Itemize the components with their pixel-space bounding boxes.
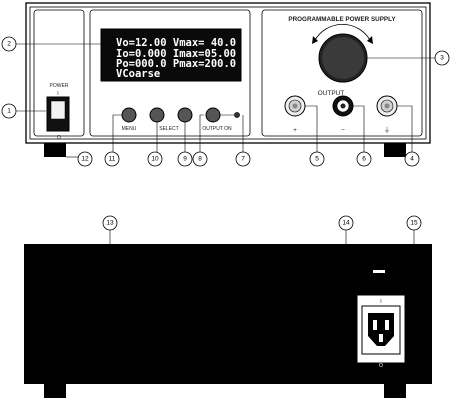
knob-arrow-left-icon (312, 36, 318, 44)
callout-5-label: 5 (315, 156, 319, 163)
lcd-line-4: VCoarse (116, 68, 160, 80)
output-section-frame (261, 9, 423, 137)
lcd-display (100, 28, 242, 82)
callout-11: 11 (104, 151, 120, 167)
callout-10-label: 10 (151, 156, 159, 163)
callout-8-label: 8 (198, 156, 202, 163)
switch-off-mark: O (57, 135, 61, 141)
callout-7-label: 7 (241, 156, 245, 163)
callout-14-label: 14 (342, 220, 350, 227)
callout-line-6 (353, 105, 365, 157)
callout-12: 12 (77, 151, 93, 167)
front-panel: POWER I O Vo=12.00 Vmax= 40.0 Io=0.000 I… (25, 2, 431, 144)
plus-terminal-hole (292, 103, 298, 109)
select-button[interactable] (149, 107, 165, 123)
callout-4-label: 4 (410, 156, 414, 163)
lcd-line-2: Io=0.000 Imax=05.00 (116, 48, 236, 60)
callout-2: 2 (1, 36, 17, 52)
rear-mark-o: O (379, 363, 383, 369)
control-knob-face (322, 37, 364, 79)
callout-10: 10 (147, 151, 163, 167)
output-on-label: OUTPUT ON (202, 126, 232, 132)
callout-6: 6 (356, 151, 372, 167)
power-section-frame (33, 9, 85, 137)
callout-line-4 (397, 105, 413, 157)
rear-foot-right (384, 384, 406, 398)
ground-terminal-hole (384, 103, 390, 109)
output-led (234, 112, 240, 118)
menu-label: MENU (122, 126, 137, 132)
callout-15: 15 (406, 215, 422, 231)
ground-mark: ⏚ (384, 126, 391, 134)
callout-markers: 1 2 3 4 5 6 7 8 (1, 36, 450, 231)
rear-indicator-bar (373, 270, 385, 273)
iec-pin-left (373, 320, 377, 330)
callout-8: 8 (192, 151, 208, 167)
power-switch-label: POWER (50, 83, 69, 89)
callout-line-11 (112, 114, 122, 157)
rear-panel: I O (24, 244, 432, 384)
iec-pin-ground (379, 334, 383, 342)
callout-15-label: 15 (410, 220, 418, 227)
callout-14: 14 (338, 215, 354, 231)
menu-button[interactable] (121, 107, 137, 123)
callout-9-label: 9 (183, 156, 187, 163)
callout-6-label: 6 (362, 156, 366, 163)
lcd-line-3: Po=000.0 Pmax=200.0 (116, 58, 236, 70)
rear-mark-i: I (380, 299, 381, 305)
rear-foot-left (44, 384, 66, 398)
plus-mark: + (293, 127, 297, 134)
output-on-button[interactable] (205, 107, 221, 123)
knob-arrow-right-icon (367, 36, 373, 44)
callout-3-label: 3 (440, 55, 444, 62)
callout-9: 9 (177, 151, 193, 167)
control-section-frame (89, 9, 251, 137)
lcd-line-1: Vo=12.00 Vmax= 40.0 (116, 37, 236, 49)
rear-callouts (109, 230, 415, 244)
select-label: SELECT (159, 126, 178, 132)
callout-line-8 (199, 114, 204, 157)
callout-3: 3 (434, 50, 450, 66)
power-switch-rocker (50, 100, 66, 120)
minus-terminal-hole (340, 103, 346, 109)
knob-arc (314, 24, 371, 41)
callout-1-label: 1 (7, 108, 11, 115)
callout-5: 5 (309, 151, 325, 167)
iec-pin-right (385, 320, 389, 330)
callout-2-label: 2 (7, 41, 11, 48)
switch-on-mark: I (57, 91, 58, 97)
callout-13-label: 13 (106, 220, 114, 227)
output-label: OUTPUT (318, 90, 345, 97)
front-foot-right (384, 143, 406, 157)
callout-1: 1 (1, 103, 17, 119)
product-title: PROGRAMMABLE POWER SUPPLY (288, 16, 396, 23)
callout-13: 13 (102, 215, 118, 231)
front-foot-left (44, 143, 66, 157)
minus-mark: − (341, 127, 345, 134)
callout-11-label: 11 (109, 156, 116, 163)
select-button-2[interactable] (177, 107, 193, 123)
callout-12-label: 12 (81, 156, 89, 163)
front-callouts (14, 43, 436, 158)
callout-4: 4 (404, 151, 420, 167)
callout-line-5 (305, 105, 318, 157)
callout-7: 7 (235, 151, 251, 167)
front-panel-inner-frame (29, 6, 427, 140)
